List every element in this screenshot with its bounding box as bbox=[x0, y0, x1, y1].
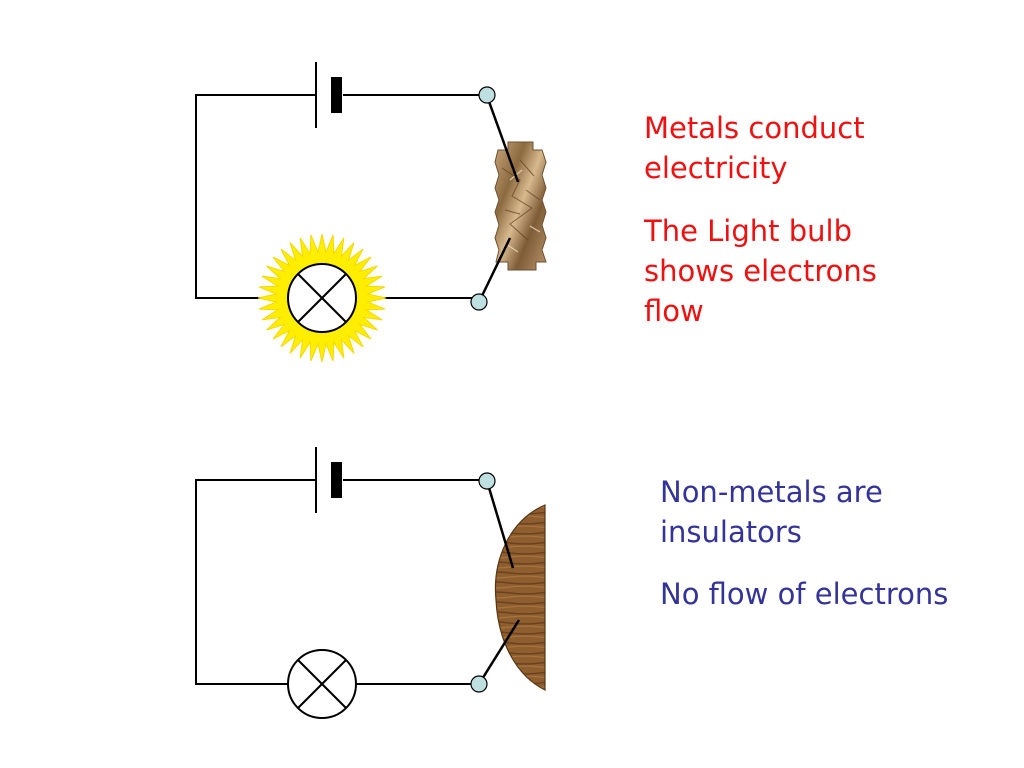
lead-upper bbox=[485, 95, 520, 183]
wire-top-left bbox=[195, 479, 315, 685]
battery-icon bbox=[315, 62, 342, 128]
lead-lower bbox=[477, 619, 521, 685]
lead-upper bbox=[485, 480, 515, 569]
light-bulb-lit-icon bbox=[287, 263, 357, 333]
wire-top-left bbox=[195, 94, 315, 299]
terminal-lower bbox=[470, 293, 488, 311]
metal-circuit bbox=[195, 62, 547, 363]
metal-caption-flow: The Light bulb shows electrons flow bbox=[644, 214, 877, 328]
battery-icon bbox=[315, 447, 342, 513]
terminal-upper bbox=[478, 86, 496, 104]
light-bulb-unlit-icon bbox=[287, 649, 357, 719]
lead-lower bbox=[478, 237, 512, 301]
metal-caption-conduct: Metals conduct electricity bbox=[644, 111, 865, 185]
terminal-upper bbox=[478, 472, 496, 490]
terminal-lower bbox=[470, 675, 488, 693]
nonmetal-circuit bbox=[195, 447, 546, 719]
nonmetal-caption-no-flow: No flow of electrons bbox=[660, 577, 949, 611]
nonmetal-caption-insulators: Non-metals are insulators bbox=[660, 475, 883, 549]
